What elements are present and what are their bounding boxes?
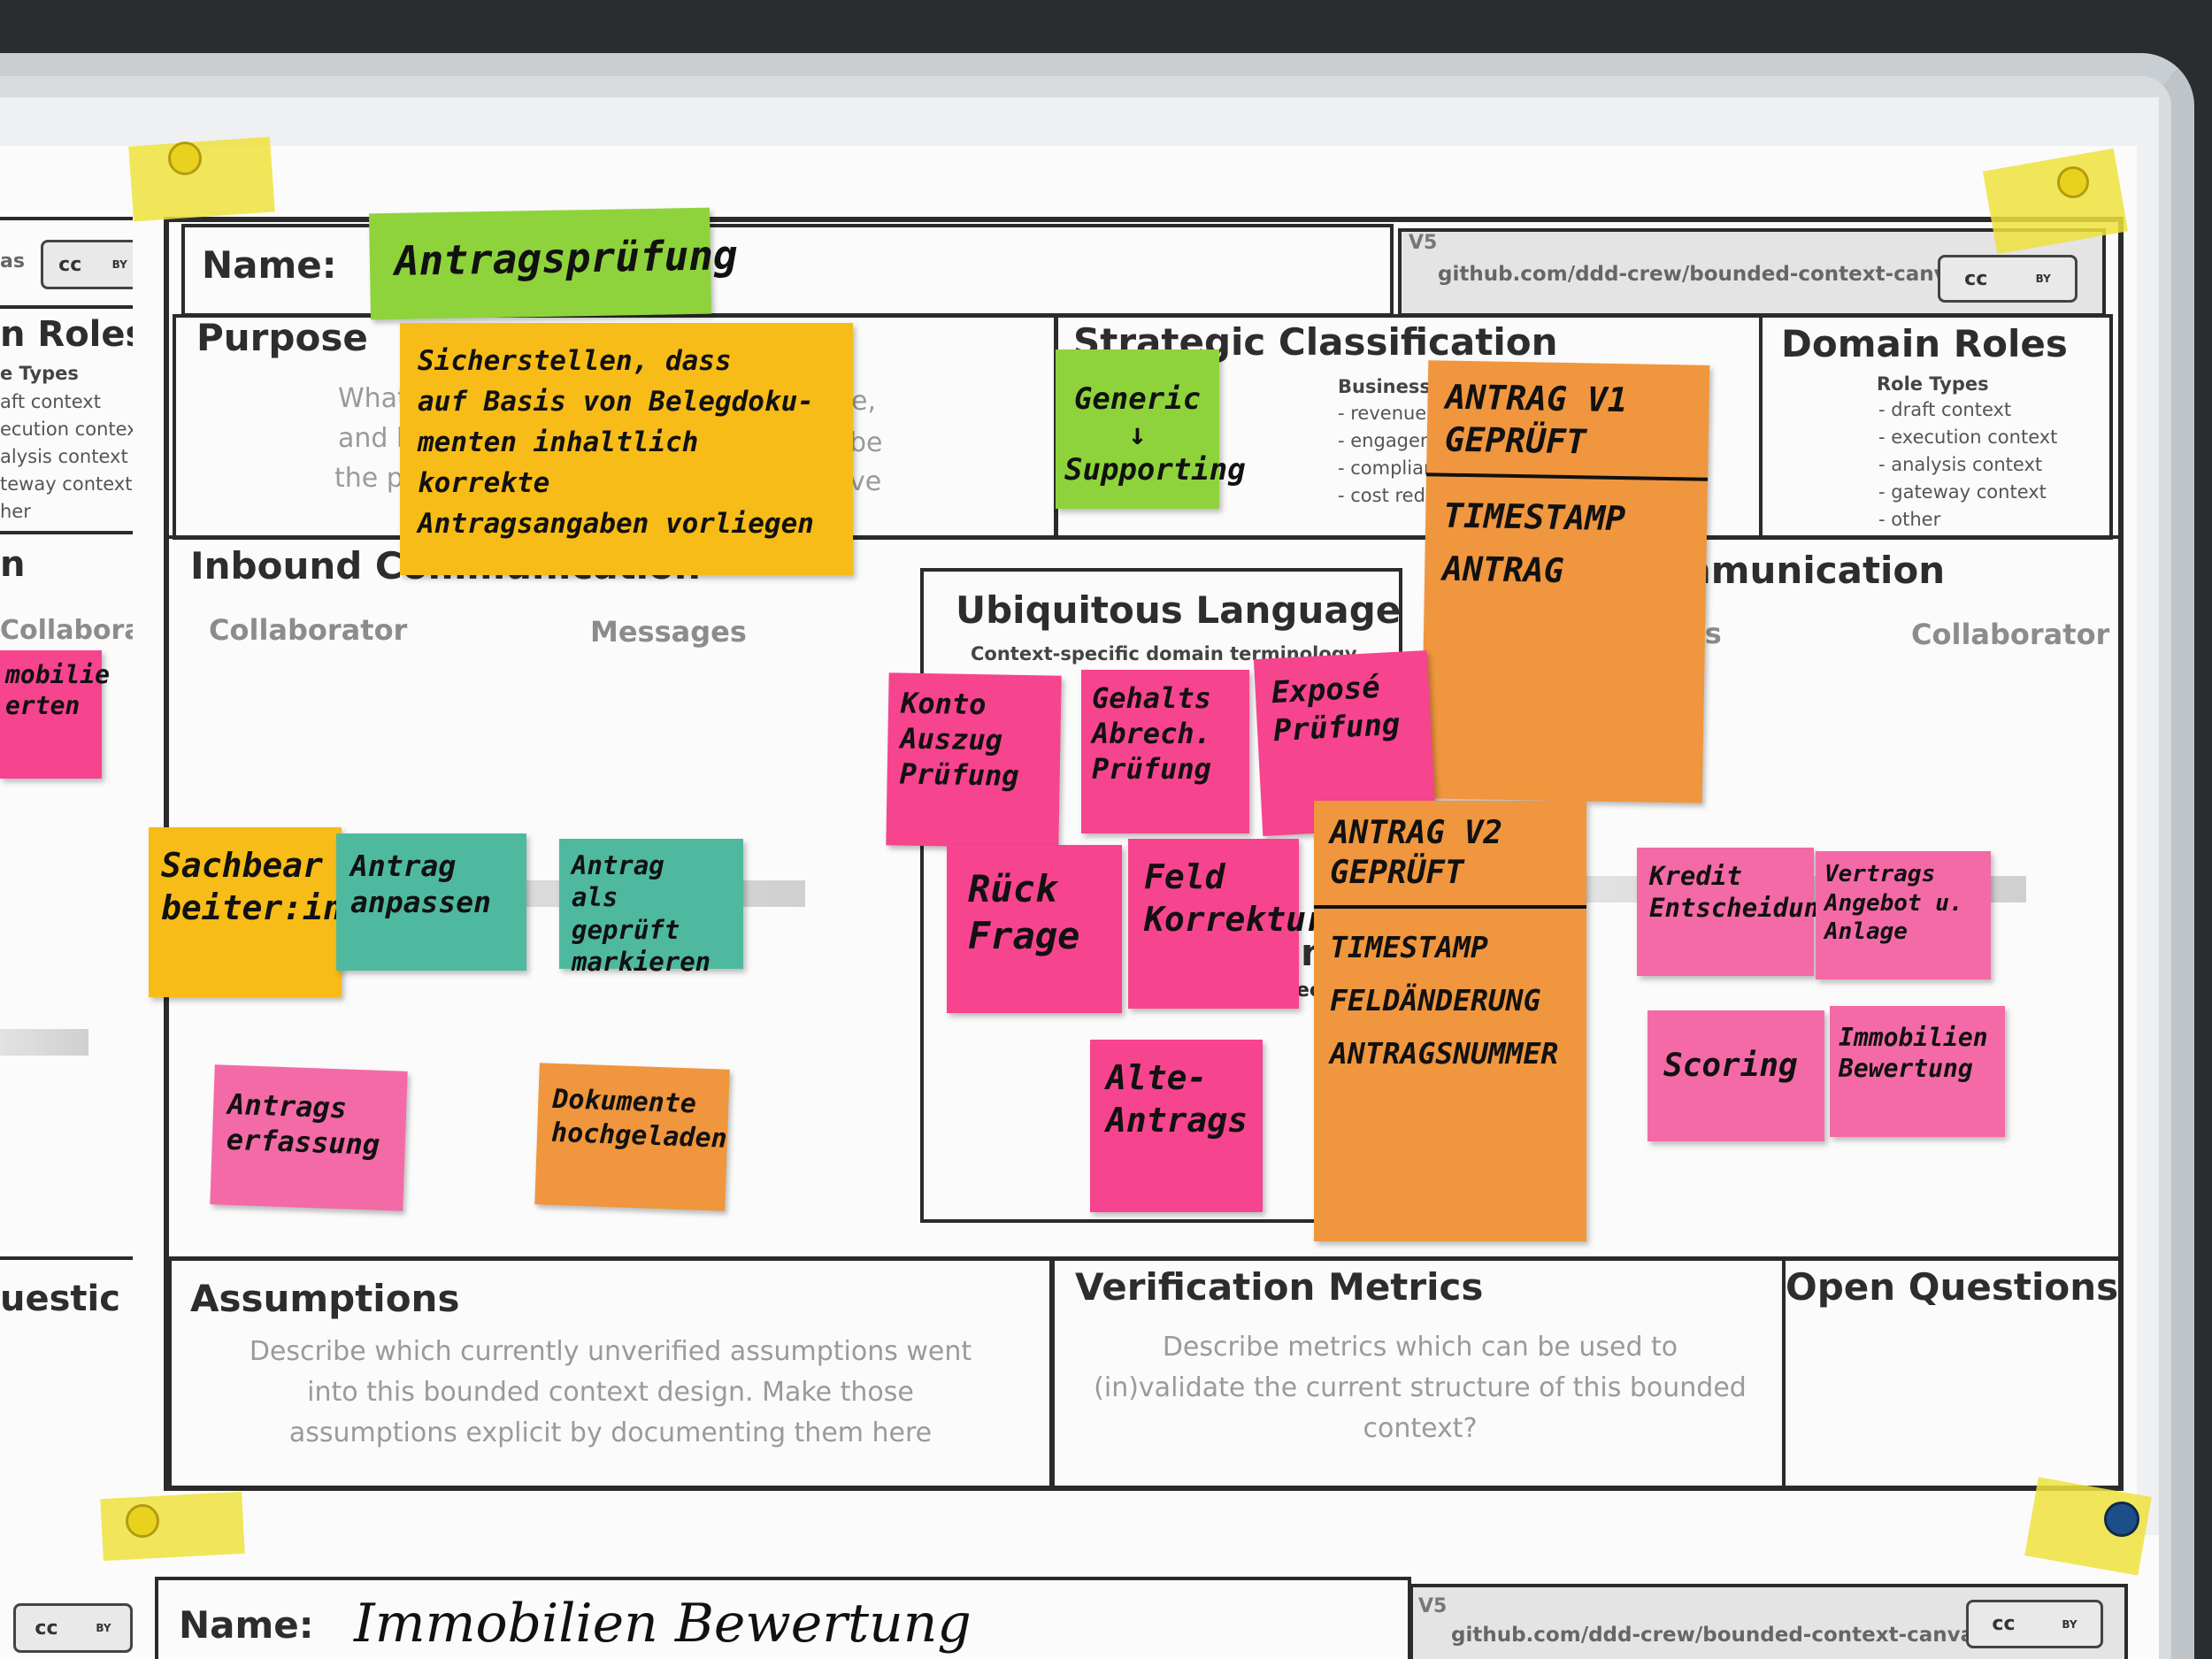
verification-hint: Describe metrics which can be used to (i…	[1094, 1332, 1747, 1444]
note-konto: Konto Auszug Prüfung	[886, 672, 1062, 849]
note-feld: Feld Korrektur	[1128, 839, 1326, 1009]
inbound-messages: Messages	[590, 615, 747, 649]
note-event-v1: ANTRAG V1 GEPRÜFT TIMESTAMP ANTRAG	[1420, 360, 1710, 803]
domain-roles-items: - draft context- execution context- anal…	[1878, 399, 2058, 530]
purpose-hint-4: e,	[851, 386, 876, 417]
pin-top-left	[168, 142, 202, 175]
name-label: Name:	[202, 243, 337, 287]
note-purpose: Sicherstellen, dass auf Basis von Belegd…	[400, 323, 853, 575]
note-sachbearbeiter: Sachbear beiter:in	[149, 827, 343, 997]
note-strategic: Generic ↓ Supporting	[1056, 349, 1246, 509]
version-label: V5	[1409, 232, 1438, 254]
note-markieren: Antrag als geprüft markieren	[559, 839, 743, 977]
bottom-sheet-url: github.com/ddd-crew/bounded-context-canv…	[1451, 1624, 1986, 1647]
assumptions-hint: Describe which currently unverified assu…	[249, 1336, 972, 1448]
verification-title: Verification Metrics	[1075, 1265, 1484, 1309]
open-questions-title: Open Questions	[1786, 1265, 2119, 1309]
left-sheet-arrow	[0, 1029, 88, 1056]
left-sheet-n: n	[0, 544, 26, 585]
note-alte: Alte- Antrags	[1090, 1040, 1263, 1212]
note-immo: Immobilien Bewertung	[1830, 1006, 2005, 1137]
purpose-hint-6: ve	[849, 466, 882, 497]
ubiquitous-language-title: Ubiquitous Language	[956, 588, 1402, 632]
open-questions-cell	[1782, 1256, 2124, 1491]
note-anpassen: Antrag anpassen	[336, 833, 526, 971]
pin-top-right	[2057, 166, 2089, 198]
purpose-hint-5: be	[849, 427, 883, 458]
domain-roles-types: Role Types	[1877, 373, 1989, 395]
canvas-url: github.com/ddd-crew/bounded-context-canv…	[1438, 263, 1973, 286]
domain-roles-title: Domain Roles	[1781, 322, 2068, 365]
note-event-v2: ANTRAG V2 GEPRÜFT TIMESTAMP FELDÄNDERUNG…	[1314, 801, 1586, 1241]
note-name: Antragsprüfung	[368, 207, 738, 320]
name-cell	[181, 224, 1394, 317]
left-sheet-collaborator: Collaborat	[0, 615, 155, 646]
note-scoring: Scoring	[1647, 1010, 1824, 1141]
pin-bottom-left	[126, 1504, 159, 1538]
left-sheet-questions: uestic	[0, 1279, 120, 1319]
note-rueck: Rück Frage	[947, 845, 1122, 1013]
left-sheet-roles: n Roles	[0, 314, 147, 355]
left-sheet-types: e Types	[0, 363, 79, 384]
purpose-title: Purpose	[196, 316, 368, 359]
purpose-hint-3: the p	[334, 463, 403, 494]
tape-top-left	[128, 136, 275, 222]
inbound-collaborator: Collaborator	[209, 613, 408, 647]
note-left-immobilie: mobilie erten	[0, 650, 110, 779]
note-gehalts: Gehalts Abrech. Prüfung	[1081, 670, 1249, 833]
tape-bottom-left	[100, 1491, 245, 1562]
outbound-collaborator: Collaborator	[1911, 618, 2110, 651]
note-kredit: Kredit Entscheidung	[1637, 848, 1835, 976]
bottom-sheet-version: V5	[1418, 1595, 1448, 1617]
purpose-hint-1: What	[338, 383, 408, 414]
left-sheet-as: as	[0, 250, 25, 273]
assumptions-title: Assumptions	[190, 1277, 460, 1320]
bottom-sheet-name-value: Immobilien Bewertung	[354, 1593, 972, 1655]
note-erfassung: Antrags erfassung	[210, 1064, 408, 1211]
bottom-sheet-name-label: Name:	[179, 1603, 314, 1647]
note-dokumente: Dokumente hochgeladen	[534, 1063, 730, 1211]
note-vertrag: Vertrags Angebot u. Anlage	[1816, 851, 1991, 979]
pin-bottom-right	[2104, 1502, 2139, 1537]
outbound-title: mmunication	[1672, 549, 1946, 592]
